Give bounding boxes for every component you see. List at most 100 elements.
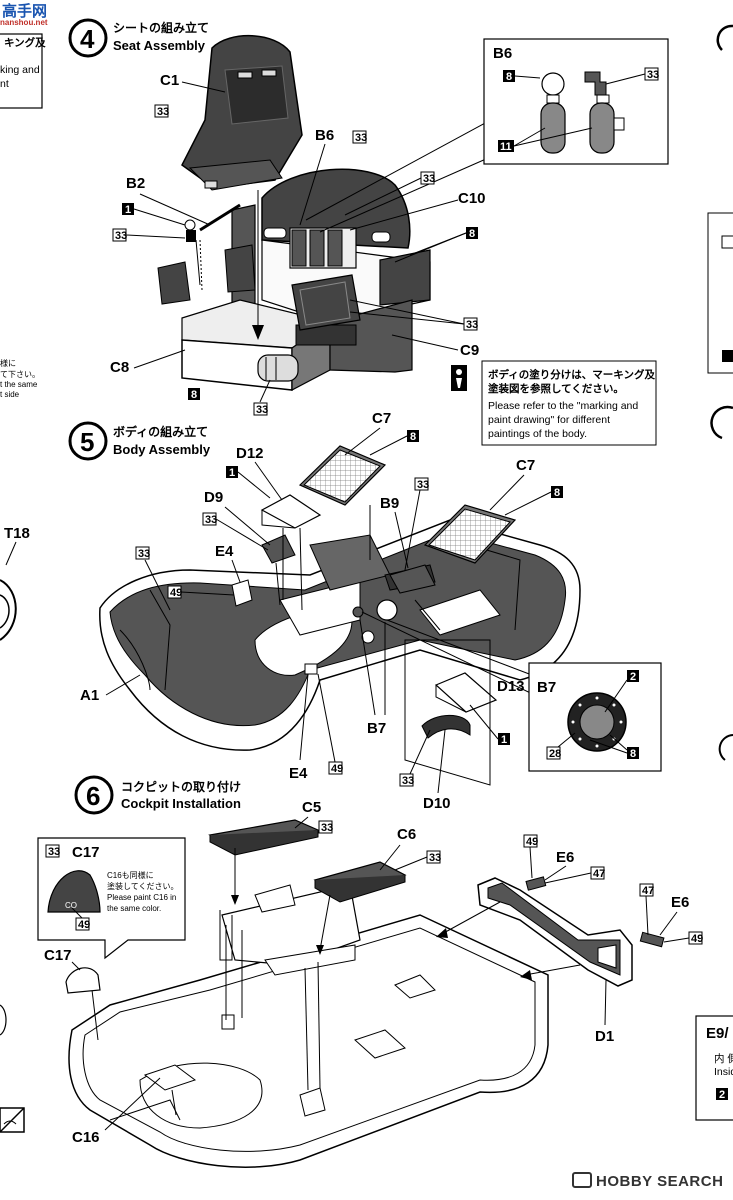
label-c1: C1 [160,72,179,89]
left-note-en-1: king and [0,64,40,76]
left-note-en-2: nt [0,78,9,90]
step-6-title-en: Cockpit Installation [121,796,241,811]
part-e4-upper [231,579,253,607]
label-c17-tub: C17 [44,947,72,964]
svg-text:47: 47 [593,868,605,880]
painting-note: ボディの塗り分けは、マーキング及 塗装図を参照してください。 Please re… [451,360,657,446]
svg-text:1: 1 [501,734,507,746]
label-e6-left: E6 [556,849,574,866]
part-e4-lower [304,663,318,675]
step-4-title-en: Seat Assembly [113,38,206,53]
label-d9: D9 [204,489,223,506]
left-mid-3: t the same [0,380,38,389]
svg-text:1: 1 [229,467,235,479]
svg-text:8: 8 [191,389,197,401]
paint-note-en-2: paint drawing" for different [488,414,610,426]
svg-text:33: 33 [402,775,414,787]
label-e4-upper: E4 [215,543,234,560]
step-4-badge [68,18,108,58]
label-c10: C10 [458,190,486,207]
step-4-title-jp: シートの組み立て [113,20,209,35]
label-d12: D12 [236,445,264,462]
step-5-number: 5 [80,427,94,457]
left-note-jp: キング及 [4,36,46,49]
svg-text:1: 1 [125,204,131,216]
c17-detail-part [47,870,101,913]
label-c8: C8 [110,359,129,376]
codes-step6: 33 33 49 47 47 49 [318,820,703,945]
part-e6-left [525,876,547,891]
label-b6: B6 [315,127,334,144]
svg-text:8: 8 [469,228,475,240]
svg-text:CO: CO [65,901,77,910]
b6-detail-inset: B6 8 33 11 [483,38,669,165]
c17-note-en-2: the same color. [107,904,161,913]
step-5-body-assembly: 5 ボディの組み立て Body Assembly [68,410,662,812]
svg-text:33: 33 [429,852,441,864]
label-c16: C16 [72,1129,100,1146]
cockpit-tub-part [68,884,549,1168]
site-sub: nanshou.net [0,18,48,27]
part-b9 [389,564,436,594]
codes-step4: 33 33 33 1 33 8 33 8 33 [112,104,478,416]
svg-text:49: 49 [78,919,90,931]
left-mid-1: 様に [0,358,16,368]
step-6-badge [74,775,114,815]
left-note-box [0,33,43,109]
vent-c7-right-part [423,504,517,564]
part-d12 [260,494,322,529]
svg-text:8: 8 [554,487,560,499]
svg-text:49: 49 [526,836,538,848]
brand-watermark: HOBBY SEARCH [572,1172,723,1190]
body-shell-a1-part [99,519,581,751]
step-6-cockpit-installation: 6 コクピットの取り付け Cockpit Installation [37,775,703,1168]
part-c17 [65,967,101,994]
svg-text:33: 33 [138,548,150,560]
svg-text:33: 33 [321,822,333,834]
tire-fragment [0,579,17,641]
paint-note-en-3: paintings of the body. [488,428,587,440]
part-d10 [421,714,471,739]
svg-text:33: 33 [466,319,478,331]
svg-text:49: 49 [691,933,703,945]
part-d9 [261,534,296,564]
label-b7: B7 [367,720,386,737]
label-b2: B2 [126,175,145,192]
label-a1: A1 [80,687,99,704]
svg-text:8: 8 [630,748,636,760]
vent-c7-left-part [298,445,387,506]
label-b9: B9 [380,495,399,512]
label-c6: C6 [397,826,416,843]
label-d13: D13 [497,678,525,695]
label-e6-right: E6 [671,894,689,911]
label-c5: C5 [302,799,321,816]
right-jp: 内 側 [714,1052,733,1065]
right-label-e9: E9/ [706,1025,729,1042]
left-edge-fragments: キング及 king and nt 様に て下さい。 t the same t s… [0,33,46,1133]
svg-text:2: 2 [630,671,636,683]
label-d10: D10 [423,795,451,812]
b6-inset-title: B6 [493,45,512,62]
site-watermark: 高手网 nanshou.net [0,0,72,34]
svg-text:33: 33 [417,479,429,491]
paint-note-jp-2: 塗装図を参照してください。 [488,382,624,395]
left-mid-4: t side [0,390,20,399]
c17-detail-inset: 33 C17 CO 49 C16も同様に 塗装してください。 Please pa… [37,837,186,960]
part-e6-right [639,931,665,948]
svg-text:8: 8 [506,71,512,83]
step-6-number: 6 [86,781,100,811]
step-5-badge [68,421,108,461]
part-c9 [291,274,361,331]
svg-text:28: 28 [549,748,561,760]
right-en: Insid [714,1066,733,1078]
part-d13 [434,672,498,713]
brand-text: HOBBY SEARCH [596,1173,724,1190]
step-6-title-jp: コクピットの取り付け [121,779,241,794]
bracket-d1-part [477,877,633,987]
right-edge-fragments: E9/ 内 側 Insid 2 [695,24,733,1121]
step-5-title-jp: ボディの組み立て [113,424,208,439]
label-e4-lower: E4 [289,765,308,782]
no-glue-icon [0,1107,25,1133]
svg-text:33: 33 [115,230,127,242]
seat-frame-c8-part [157,168,431,391]
